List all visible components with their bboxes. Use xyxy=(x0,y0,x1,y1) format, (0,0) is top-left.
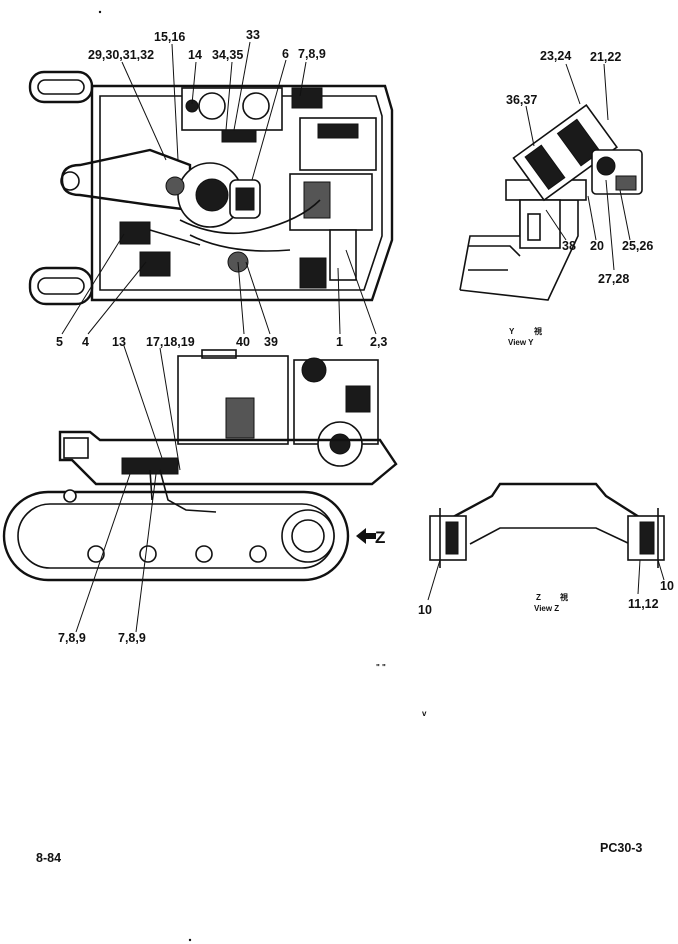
callout-25-26: 25,26 xyxy=(622,239,653,253)
callout-14: 14 xyxy=(188,48,202,62)
side-view-drawing xyxy=(2,345,398,633)
side-view-callouts: 13 17,18,19 7,8,9 7,8,9 Z xyxy=(58,335,385,645)
callout-23-24: 23,24 xyxy=(540,49,571,63)
callout-20: 20 xyxy=(590,239,604,253)
scan-artifact-quotes: " " xyxy=(376,663,386,672)
callout-39: 39 xyxy=(264,335,278,349)
callout-6: 6 xyxy=(282,47,289,61)
callout-11-12: 11,12 xyxy=(628,597,659,611)
view-y-letter: Y xyxy=(509,327,515,336)
view-z-drawing xyxy=(427,482,665,601)
upper-frame-outline xyxy=(90,84,394,302)
bracket-frame xyxy=(439,482,651,526)
top-view-drawing xyxy=(28,41,394,335)
callout-2-3: 2,3 xyxy=(370,335,387,349)
callout-10-left: 10 xyxy=(418,603,432,617)
model-code: PC30-3 xyxy=(600,841,642,855)
engine-block xyxy=(299,117,377,171)
callout-15-16: 15,16 xyxy=(154,30,185,44)
callout-4: 4 xyxy=(82,335,89,349)
arrow-z xyxy=(356,528,376,544)
callout-7-8-9-left: 7,8,9 xyxy=(58,631,86,645)
scan-dot-top xyxy=(98,10,102,14)
sprocket xyxy=(281,509,335,563)
scan-dot-bottom xyxy=(188,938,192,942)
callout-17-18-19: 17,18,19 xyxy=(146,335,195,349)
top-view-callouts: 15,16 33 29,30,31,32 14 34,35 6 7,8,9 5 … xyxy=(56,28,387,349)
upper-structure xyxy=(58,430,398,486)
callout-38: 38 xyxy=(562,239,576,253)
page-number: 8-84 xyxy=(36,851,61,865)
view-z-callouts: 10 10 11,12 xyxy=(418,579,674,617)
direction-z-label: Z xyxy=(375,528,385,547)
callout-21-22: 21,22 xyxy=(590,50,621,64)
callout-13: 13 xyxy=(112,335,126,349)
callout-1: 1 xyxy=(336,335,343,349)
view-y-drawing xyxy=(459,63,643,301)
callout-33: 33 xyxy=(246,28,260,42)
callout-34-35: 34,35 xyxy=(212,48,243,62)
left-track-top xyxy=(28,70,94,306)
view-z-letter: Z xyxy=(536,593,541,602)
callout-29-30-31-32: 29,30,31,32 xyxy=(88,48,154,62)
view-y-mark: 視 xyxy=(533,326,542,336)
callout-27-28: 27,28 xyxy=(598,272,629,286)
view-y-callouts: 23,24 21,22 36,37 38 20 25,26 27,28 xyxy=(506,49,653,286)
callout-10-right: 10 xyxy=(660,579,674,593)
view-z-caption: Z 視 View Z xyxy=(534,592,568,613)
callout-40: 40 xyxy=(236,335,250,349)
view-y-caption: Y 視 View Y xyxy=(508,326,542,347)
callout-7-8-9-top: 7,8,9 xyxy=(298,47,326,61)
view-z-text: View Z xyxy=(534,604,559,613)
view-z-mark: 視 xyxy=(559,592,568,602)
callout-5: 5 xyxy=(56,335,63,349)
callout-7-8-9-right: 7,8,9 xyxy=(118,631,146,645)
callout-36-37: 36,37 xyxy=(506,93,537,107)
view-y-text: View Y xyxy=(508,338,534,347)
scan-artifact-v: v xyxy=(422,709,427,718)
crawler-track xyxy=(2,490,350,582)
